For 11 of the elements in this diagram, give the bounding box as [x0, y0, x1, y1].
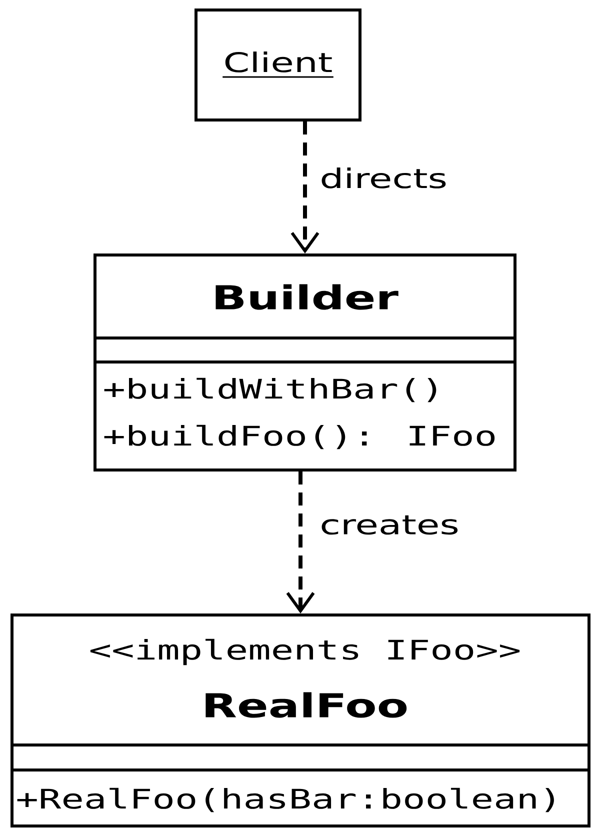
method-text: +buildWithBar()	[104, 378, 436, 402]
method-text: +RealFoo(hasBar:boolean)	[17, 788, 554, 812]
class-name: RealFoo	[206, 692, 407, 718]
class-name: Builder	[216, 284, 398, 310]
edge-label: directs	[322, 168, 446, 188]
class-name: Client	[222, 52, 334, 78]
method-text: +buildFoo(): IFoo	[104, 424, 495, 450]
edge-label: creates	[322, 515, 458, 535]
stereotype-text: <<implements IFoo>>	[90, 638, 520, 666]
arrow	[290, 122, 320, 254]
arrow	[286, 472, 315, 614]
